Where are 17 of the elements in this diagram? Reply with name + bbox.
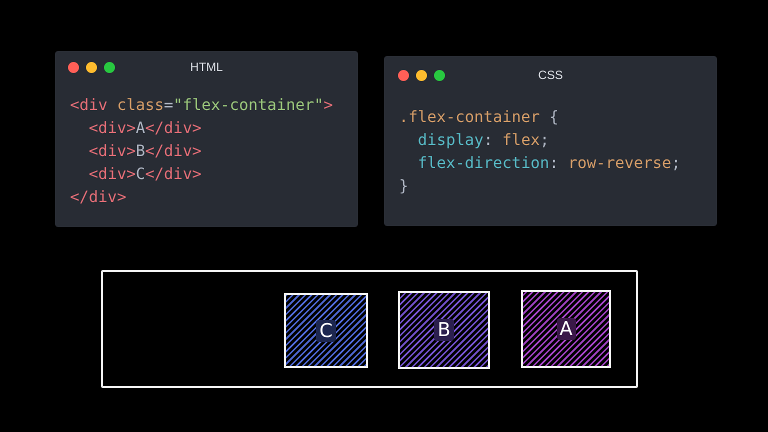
code-line: </div> [70, 187, 126, 208]
window-title: HTML [190, 60, 223, 75]
flex-item: C [284, 293, 368, 368]
code-line: <div class="flex-container"> [70, 95, 333, 116]
code-line: .flex-container { [399, 107, 559, 128]
container-outline [101, 270, 638, 388]
flex-item: B [398, 291, 490, 369]
code-line: <div>C</div> [88, 164, 202, 185]
code-window [384, 56, 717, 226]
flex-item: A [521, 290, 611, 368]
code-line: display: flex; [418, 130, 550, 151]
code-line: } [399, 176, 408, 197]
code-window [55, 51, 358, 227]
code-line: flex-direction: row-reverse; [418, 153, 681, 174]
window-title: CSS [538, 68, 563, 83]
code-line: <div>A</div> [88, 118, 202, 139]
code-line: <div>B</div> [88, 141, 202, 162]
